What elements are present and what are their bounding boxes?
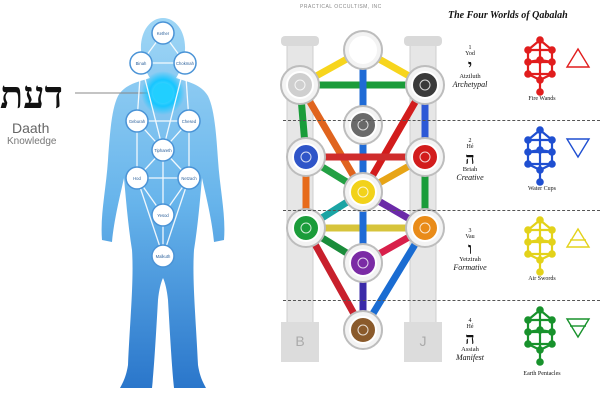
body-path-line xyxy=(162,177,190,257)
element-label-air: Air Swords xyxy=(528,276,556,282)
body-sephirah-label: Yesod xyxy=(157,213,169,218)
pillar-b-label: B xyxy=(295,333,304,349)
body-sephirah-label: Hod xyxy=(133,176,141,181)
element-label-fire: Fire Wands xyxy=(528,96,556,102)
world-divider-1 xyxy=(283,120,600,121)
tree-sephirah-node xyxy=(343,105,383,145)
world-briah: 2 Hé ה Briah Creative xyxy=(445,138,495,183)
top-caption: PRACTICAL OCCULTISM, INC xyxy=(300,4,382,10)
four-worlds-tree-diagram: B J xyxy=(280,30,445,362)
world-hebrew-letter: ו xyxy=(467,238,473,258)
body-path-line xyxy=(162,62,186,151)
world-number: 1 xyxy=(468,45,472,51)
daath-meaning-label: Knowledge xyxy=(7,136,57,147)
body-sephirah-label: Netzach xyxy=(181,176,197,181)
element-label-water: Water Cups xyxy=(527,186,556,192)
body-sephirah-node: Chokmah xyxy=(173,51,197,75)
four-worlds-title: The Four Worlds of Qabalah xyxy=(448,10,568,21)
world-number: 2 xyxy=(468,138,472,144)
pillar-left-base xyxy=(281,322,319,362)
tree-path-bar xyxy=(359,81,429,196)
mini-tree-icon xyxy=(524,126,556,186)
mini-tree-icon xyxy=(524,306,556,366)
world-number: 3 xyxy=(468,228,472,234)
tree-sephirah-node xyxy=(343,172,383,212)
body-sephirah-label: Malkuth xyxy=(156,254,171,259)
body-sephirah-node: Hod xyxy=(125,166,149,190)
tree-sephirah-node xyxy=(280,65,320,105)
body-sephirah-node: Yesod xyxy=(151,203,175,227)
world-number: 4 xyxy=(468,318,472,324)
element-triangle-icon xyxy=(565,227,591,248)
world-letter-name: Yod xyxy=(465,51,475,58)
element-column xyxy=(524,36,591,366)
element-triangle-icon xyxy=(565,138,591,159)
pillar-j-label: J xyxy=(420,333,427,349)
pillar-right-base xyxy=(404,322,442,362)
tree-path-bar xyxy=(296,81,367,196)
body-sephirah-label: Chokmah xyxy=(176,61,195,66)
tree-sephirah-node xyxy=(405,137,445,177)
world-atziluth: 1 Yod י Atziluth Archetypal xyxy=(445,45,495,90)
daath-sphere xyxy=(153,83,173,103)
element-triangle-icon xyxy=(565,318,591,339)
body-sephirah-label: Kether xyxy=(157,31,170,36)
tree-sephirah-node xyxy=(343,30,383,70)
world-description: Archetypal xyxy=(452,80,488,90)
body-sephirah-node: Geburah xyxy=(125,109,149,133)
tree-sephirah-node xyxy=(343,243,383,283)
body-sephirah-node: Binah xyxy=(129,51,153,75)
world-divider-2 xyxy=(283,210,600,211)
body-sephirah-label: Tiphareth xyxy=(154,148,172,153)
body-sephirah-node: Malkuth xyxy=(151,244,175,268)
body-sephirah-label: Binah xyxy=(136,61,147,66)
tree-nodes xyxy=(280,30,445,350)
element-triangle-icon xyxy=(565,47,591,68)
body-sephirah-node: Kether xyxy=(151,21,175,45)
body-path-line xyxy=(136,177,164,257)
body-sephirah-label: Chesed xyxy=(182,119,197,124)
pillar-right-capital xyxy=(404,36,442,46)
world-hebrew-letter: ה xyxy=(465,148,475,168)
world-divider-3 xyxy=(283,300,600,301)
world-letter-name: Hé xyxy=(466,324,474,331)
world-description: Manifest xyxy=(456,353,484,363)
world-hebrew-letter: ה xyxy=(465,328,475,348)
tree-sephirah-node xyxy=(286,208,326,248)
world-name: Atziluth xyxy=(459,73,481,81)
daath-name-label: Daath xyxy=(12,120,50,136)
body-path-line xyxy=(140,62,164,151)
world-description: Formative xyxy=(453,263,487,273)
world-hebrew-letter: י xyxy=(467,55,473,75)
tree-sephirah-node xyxy=(405,65,445,105)
mini-tree-icon xyxy=(524,216,556,276)
tree-sephirah-node xyxy=(286,137,326,177)
body-sephirah-node: Tiphareth xyxy=(151,138,175,162)
world-description: Creative xyxy=(456,173,484,183)
world-name: Yetzirah xyxy=(459,256,481,264)
body-sephirah-node: Netzach xyxy=(177,166,201,190)
world-assiah: 4 Hé ה Assiah Manifest xyxy=(445,318,495,363)
tree-sephirah-node xyxy=(343,310,383,350)
world-letter-name: Hé xyxy=(466,144,474,151)
body-sephirah-label: Geburah xyxy=(129,119,146,124)
world-letter-name: Vau xyxy=(465,234,475,241)
world-name: Assiah xyxy=(461,346,479,354)
mini-tree-icon xyxy=(524,36,556,96)
world-yetzirah: 3 Vau ו Yetzirah Formative xyxy=(445,228,495,273)
element-label-earth: Earth Pentacles xyxy=(523,371,561,377)
pillar-left-capital xyxy=(281,36,319,46)
world-name: Briah xyxy=(462,166,478,174)
daath-hebrew-label: דעת xyxy=(0,72,63,117)
tree-sephirah-node xyxy=(405,208,445,248)
body-sephirah-node: Chesed xyxy=(177,109,201,133)
